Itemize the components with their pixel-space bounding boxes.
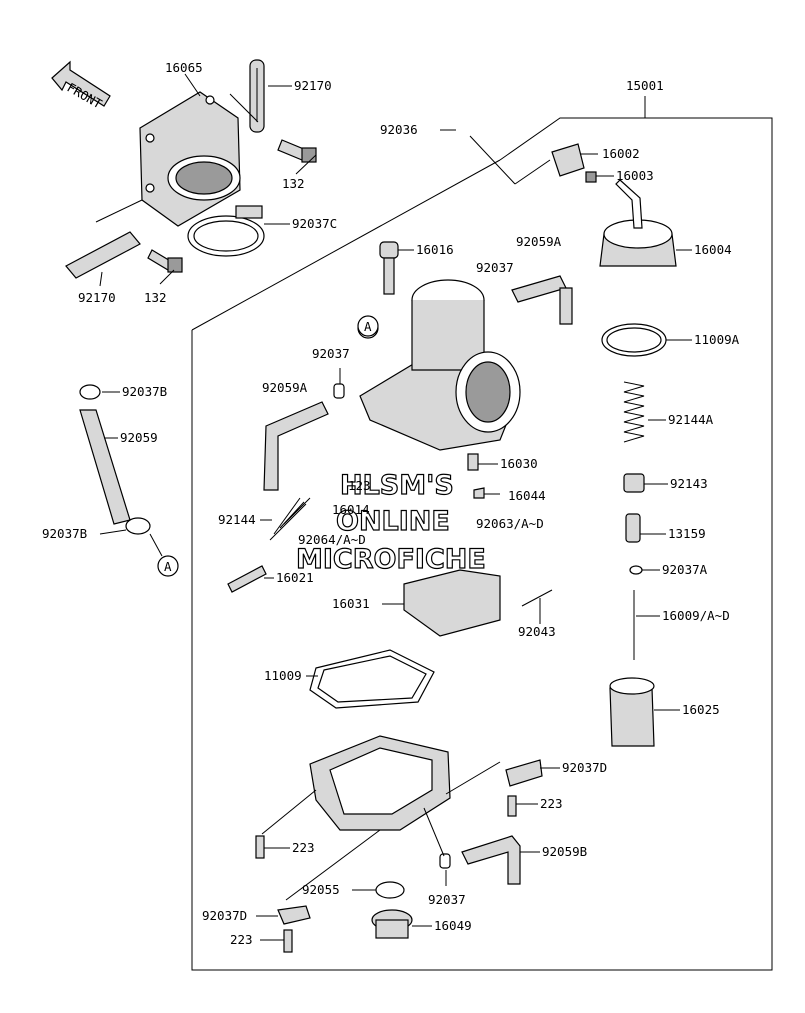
adjuster-part-16002 [551,143,597,183]
callout-92064: 92064/A~D [298,532,366,547]
jet-part-16030 [467,453,479,471]
hose-part-92059A-top [511,275,573,325]
callout-16009: 16009/A~D [662,608,730,623]
leader-lines [95,73,692,941]
part-labels: 16065 92170 15001 92036 16002 16003 132 … [42,60,740,947]
oring-part-11009A [601,323,667,357]
hose-part-92059B [461,835,521,885]
bolt-part-223-bottom [283,929,293,953]
callout-92059A-left: 92059A [262,380,308,395]
bolt-part-132-top [277,139,317,163]
bolt-part-132-bottom [147,249,183,273]
callout-16044: 16044 [508,488,546,503]
clip-part-92037-bottom [439,853,451,869]
callout-16065: 16065 [165,60,203,75]
intake-joint-part [139,91,241,227]
marker-a-top [357,315,379,337]
screw-part-16021 [227,565,267,593]
carburetor-body-part [357,279,521,451]
drain-plug-part-16049 [371,909,413,939]
callout-92144A: 92144A [668,412,714,427]
callout-92055: 92055 [302,882,340,897]
callout-92037C: 92037C [292,216,337,231]
callout-92037-mid: 92037 [312,346,350,361]
callout-11009A: 11009A [694,332,740,347]
bracket-part-92037D-right [505,759,543,787]
callout-16025: 16025 [682,702,720,717]
hose-part-92059 [79,384,151,535]
float-bowl-part [309,735,451,831]
callout-92059A-top: 92059A [516,234,562,249]
ring-part-92037A [629,565,643,575]
bolt-part-223-left [255,835,265,859]
callout-92063: 92063/A~D [476,516,544,531]
bracket-part-92037D-left [277,905,311,925]
oring-part-92055 [375,881,405,899]
watermark-line2: ONLINE [336,506,450,537]
watermark: HLSM'S ONLINE MICROFICHE [295,469,486,575]
marker-a-left [157,555,179,577]
callout-223-right: 223 [540,796,563,811]
callout-223-bottom: 223 [230,932,253,947]
callout-92037D-right: 92037D [562,760,607,775]
hose-part-92059A-left [263,401,329,491]
callout-92037B-low: 92037B [42,526,87,541]
top-cap-part [599,179,677,267]
callout-92037-top: 92037 [476,260,514,275]
callout-132-top: 132 [282,176,305,191]
callout-92037-bottom: 92037 [428,892,466,907]
callout-11009: 11009 [264,668,302,683]
callout-92059B: 92059B [542,844,587,859]
watermark-line1: HLSM'S [340,470,454,501]
callout-92036: 92036 [380,122,418,137]
callout-92037B: 92037B [122,384,167,399]
callout-15001: 15001 [626,78,664,93]
callout-92059: 92059 [120,430,158,445]
callout-16002: 16002 [602,146,640,161]
spring-part-92144A [623,381,645,443]
clip-part-13159 [625,513,641,543]
callout-16014: 16014 [332,502,370,517]
callout-92170-bottom: 92170 [78,290,116,305]
float-part [403,569,501,637]
clip-part-92037-mid [333,383,345,399]
watermark-line3: MICROFICHE [296,544,486,575]
callout-92037D-left: 92037D [202,908,247,923]
throttle-valve-part [609,677,655,747]
strap-part-bottom [65,231,141,279]
pin-part-92043 [521,589,553,607]
throttle-stop-screw-part [379,241,399,295]
callout-16030: 16030 [500,456,538,471]
callout-16021: 16021 [276,570,314,585]
clamp-part-92037C [187,205,265,257]
spring-part-92144 [269,497,311,541]
strap-part-top [249,59,265,133]
callout-92144: 92144 [218,512,256,527]
callout-92170-top: 92170 [294,78,332,93]
bolt-part-223-right [507,795,517,817]
callout-92037A: 92037A [662,562,708,577]
callout-16031: 16031 [332,596,370,611]
callout-132-bottom: 132 [144,290,167,305]
callout-92143: 92143 [670,476,708,491]
front-arrow-icon: FRONT [51,60,111,112]
gasket-part-11009 [309,649,435,709]
callout-223-left: 223 [292,840,315,855]
callout-16016: 16016 [416,242,454,257]
callout-123: 123 [348,478,371,493]
assembly-frame-15001 [191,96,773,971]
callout-16003: 16003 [616,168,654,183]
callout-A-top: A [364,319,372,334]
callout-13159: 13159 [668,526,706,541]
jet-part-16044 [473,487,485,499]
callout-A-left: A [164,559,172,574]
seat-part-92143 [623,473,645,493]
callout-92043: 92043 [518,624,556,639]
callout-16004: 16004 [694,242,732,257]
callout-16049: 16049 [434,918,472,933]
